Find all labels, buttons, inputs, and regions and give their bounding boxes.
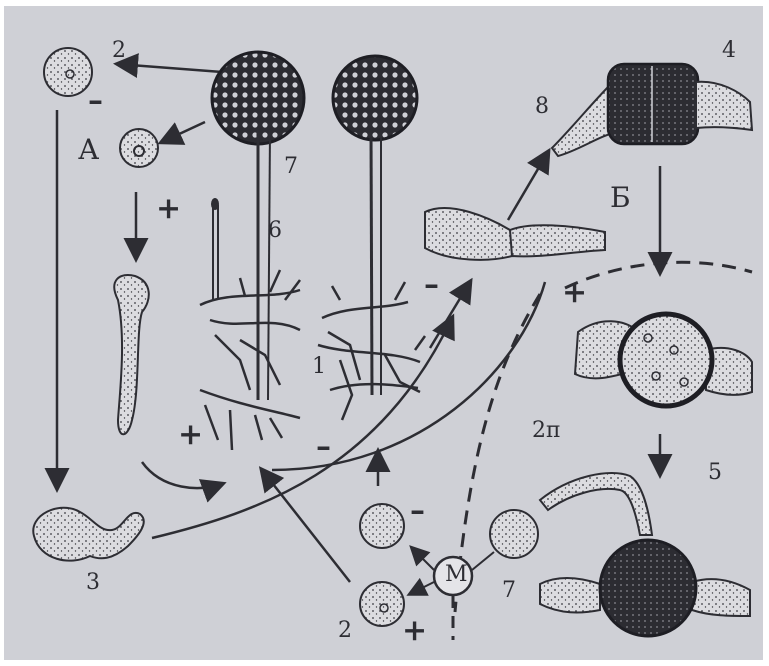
sign-plus-left-mycelium: + [178,420,203,450]
label-progametangium: 8 [535,96,549,118]
label-spore-group: А [78,136,99,164]
zygospore-forming [608,64,698,144]
label-meiosis-mark: М [445,564,468,586]
germ-sporangium-7 [490,510,538,558]
label-sporangium: 7 [284,156,298,178]
sign-plus-gametangia: + [562,278,587,308]
label-zygospore-stage: 4 [722,40,736,62]
germinated-zygospore [600,540,696,636]
spore-plus-a [120,129,158,167]
mycelium-left [200,270,300,450]
label-spores-bottom: 2 [338,620,352,642]
label-germ-sporangium: 7 [502,580,516,602]
germ-sporangiophore [540,473,652,535]
germinating-spore-3 [33,508,143,561]
germ-tube-left [114,275,148,434]
sign-minus-right-mycelium: – [316,432,331,462]
sporangium-right [333,56,417,140]
gametangia-pair [425,208,605,260]
label-meiosis-stage: 2п [532,420,561,442]
label-germinating-spore: 3 [86,572,100,594]
sign-plus-top-spore: + [156,194,181,224]
spore-minus-bottom [360,504,404,548]
sign-plus-bottom-spore: + [402,616,427,646]
sign-minus-bottom-spore: – [410,496,425,526]
label-sporangiophore: 6 [268,220,282,242]
label-mycelium: 1 [312,356,326,378]
label-spore-minus-top: 2 [112,40,126,62]
label-germinated-zygospore: 5 [708,462,722,484]
zygote [620,314,712,406]
spore-minus-top [44,48,92,96]
label-zygote-stage: Б [610,184,631,212]
sign-minus-gametangia: – [424,270,439,300]
sign-minus-top-spore: – [88,86,103,116]
